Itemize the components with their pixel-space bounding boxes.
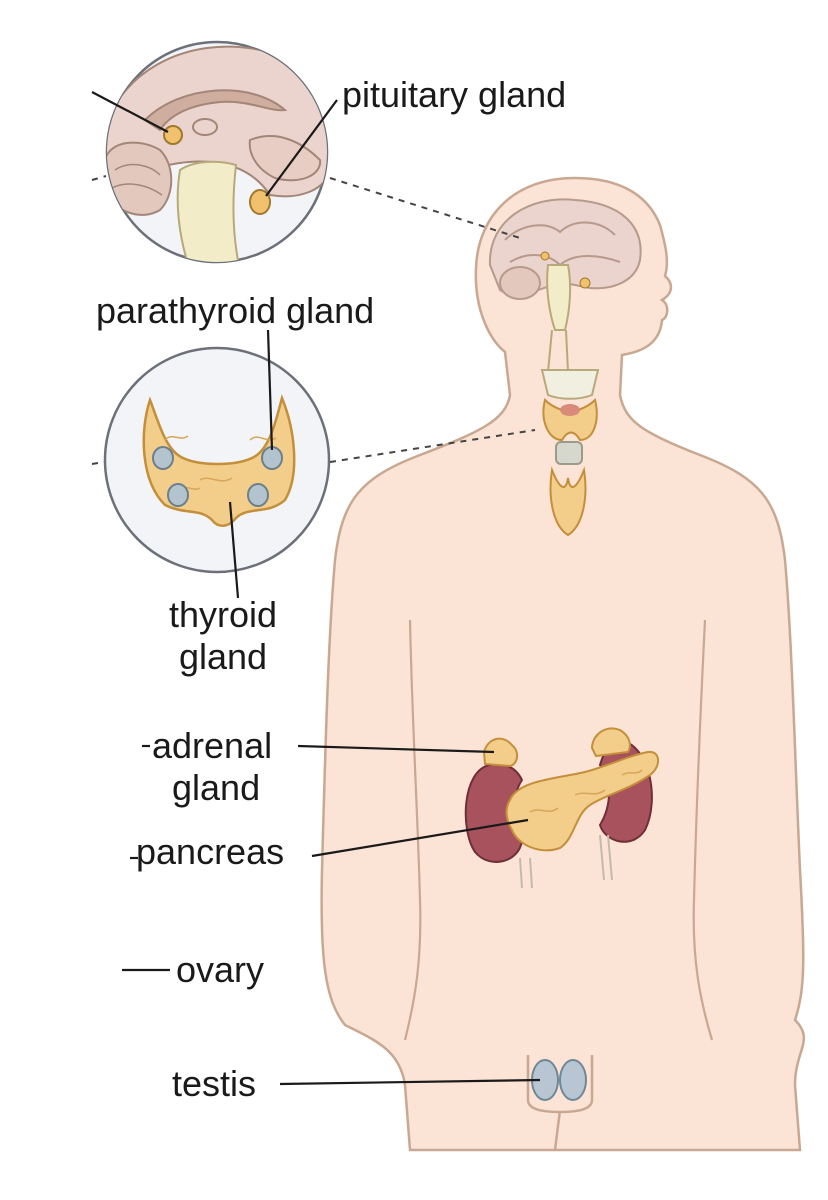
brain-connector-left [91,175,107,181]
leader-lines [91,91,541,1086]
testis-leader [279,1078,541,1086]
left-kidney [464,762,524,863]
left-adrenal [482,737,518,768]
left-arm-line [403,619,422,1041]
head-pituitary-dot [579,277,591,289]
labels: pituitary gland parathyroid gland thyroi… [96,74,566,1104]
brain-cerebellum [107,141,173,216]
pancreas [505,750,659,852]
ureters [519,834,613,889]
thyroid-connector-left [91,461,105,465]
parathyroid-dot-lower-left [167,483,189,507]
testes-group [526,1055,594,1114]
thyroid-gland-label-line1: thyroid [169,594,277,635]
testis-label: testis [172,1063,256,1104]
brain-cerebellum-folds [111,163,163,196]
body-silhouette [320,176,806,1152]
pancreas-texture [529,769,643,813]
larynx [540,369,600,400]
pituitary-gland-label: pituitary gland [342,74,566,115]
thyroid-gland-label-line2: gland [179,636,267,677]
ovary-label: ovary [176,949,264,990]
parathyroid-dot-upper-left [152,446,174,470]
pineal-leader [91,91,169,133]
parathyroid-dot-upper-right [261,446,283,470]
dashed-connectors [91,175,536,465]
neck-thyroid-center [560,404,580,416]
parathyroid-leader [266,329,274,451]
brain-inset [105,40,329,264]
thyroid-texture [164,435,277,491]
spinal-cord [547,329,569,373]
right-testis [559,1059,587,1101]
pituitary-leader [265,99,338,197]
thyroid-connector [329,429,536,463]
right-arm-line [692,619,714,1041]
right-adrenal [590,727,631,758]
pancreas-label: pancreas [136,831,284,872]
thymus [549,466,587,537]
trachea [555,441,583,465]
adrenal-leader [297,744,495,754]
thyroid-inset [103,346,331,574]
parathyroid-gland-label: parathyroid gland [96,290,374,331]
head-pineal-dot [540,251,550,261]
adrenal-gland-label-line1: adrenal [152,725,272,766]
thyroid-leader [228,501,240,599]
body-outline [320,176,806,1152]
adrenal-gland-label-line2: gland [172,767,260,808]
head-cerebellum [499,266,541,300]
neck-glands [540,369,600,537]
brain-connector [329,177,521,239]
brain-stem [176,160,242,262]
head-brainstem [546,264,572,331]
brain-corpus-callosum [143,89,288,132]
brain-ventricle [192,118,218,136]
pancreas-leader [311,818,529,858]
head-brain [488,198,642,373]
parathyroid-dot-lower-right [247,483,269,507]
pituitary-gland-dot [249,189,271,215]
thyroid-inset-circle [103,346,331,574]
pineal-gland-dot [163,125,183,145]
abdominal-organs [464,727,659,889]
legs-line [553,1109,562,1151]
